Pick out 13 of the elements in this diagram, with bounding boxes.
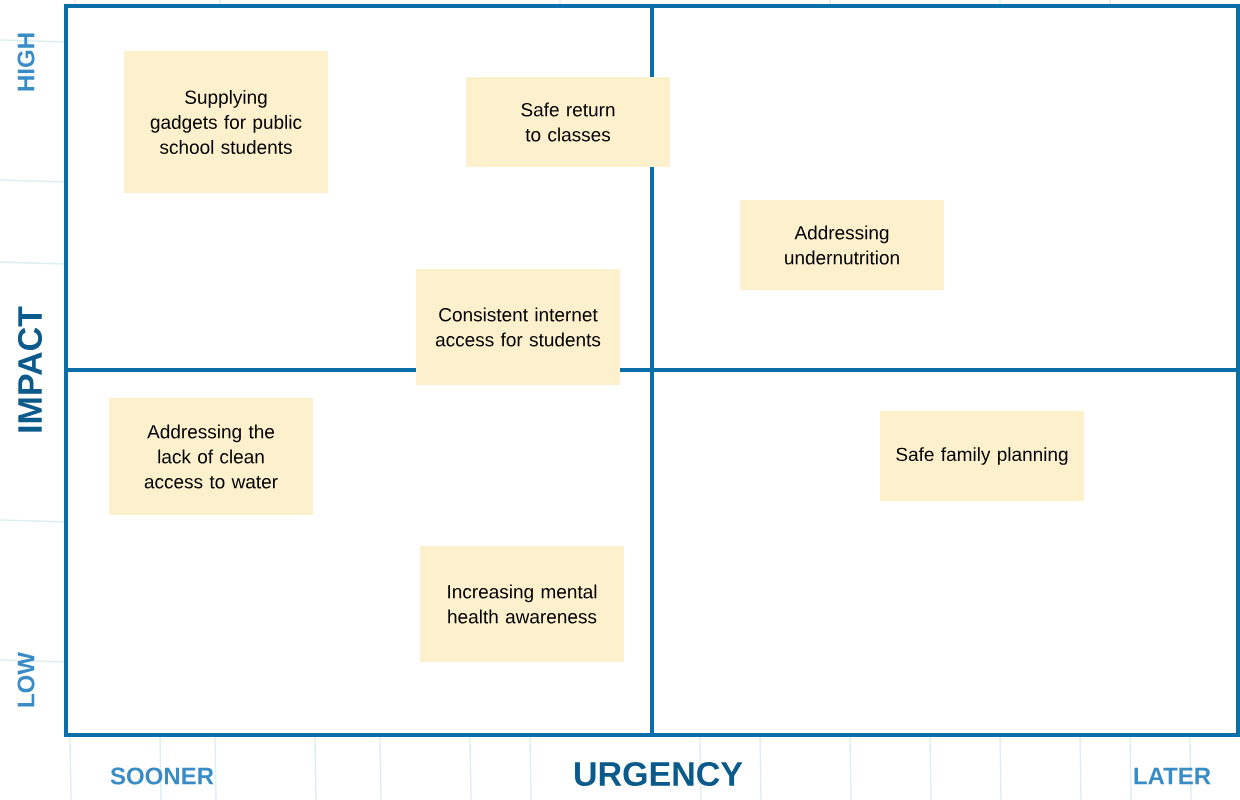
axis-end-label: SOONER — [110, 767, 214, 785]
sticky-note: Addressing the lack of clean access to water — [109, 398, 313, 515]
axis-end-label: LOW — [17, 652, 35, 707]
sticky-note: Increasing mental health awareness — [420, 546, 624, 662]
axis-title: IMPACT — [17, 306, 43, 432]
axis-title: URGENCY — [575, 761, 743, 787]
sticky-note: Safe family planning — [880, 411, 1084, 501]
sticky-note: Addressing undernutrition — [740, 200, 944, 290]
axis-end-label: HIGH — [17, 33, 35, 91]
axis-end-label: LATER — [1134, 767, 1211, 785]
sticky-note: Consistent internet access for students — [416, 269, 620, 385]
sticky-note: Safe return to classes — [466, 77, 670, 167]
sticky-note: Supplying gadgets for public school students — [124, 51, 328, 193]
